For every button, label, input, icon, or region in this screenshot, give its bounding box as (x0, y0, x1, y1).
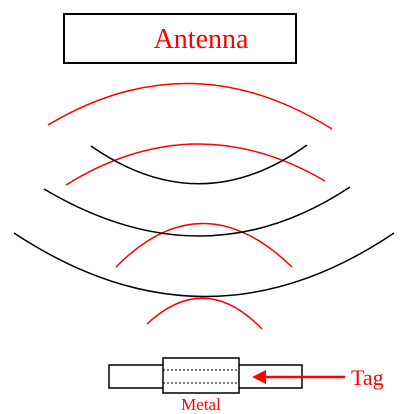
incident-waves (47, 82, 333, 330)
tag-box (162, 357, 240, 394)
incident-wave-3 (115, 222, 293, 268)
antenna-box: Antenna (63, 13, 297, 64)
reflected-wave-1 (90, 144, 308, 185)
tag-arrow-head (252, 370, 266, 384)
reflected-wave-3 (13, 232, 395, 298)
tag-pointer: Tag (252, 365, 384, 390)
reflected-waves (13, 144, 395, 298)
antenna-label: Antenna (154, 24, 249, 55)
reflected-wave-2 (43, 186, 351, 237)
antenna-box-outline (63, 13, 297, 64)
incident-wave-1 (47, 82, 333, 130)
metal-and-tag (108, 357, 303, 394)
incident-wave-2 (65, 143, 326, 186)
incident-wave-4 (146, 297, 263, 330)
tag-label: Tag (351, 365, 384, 390)
metal-label: Metal (181, 395, 221, 414)
